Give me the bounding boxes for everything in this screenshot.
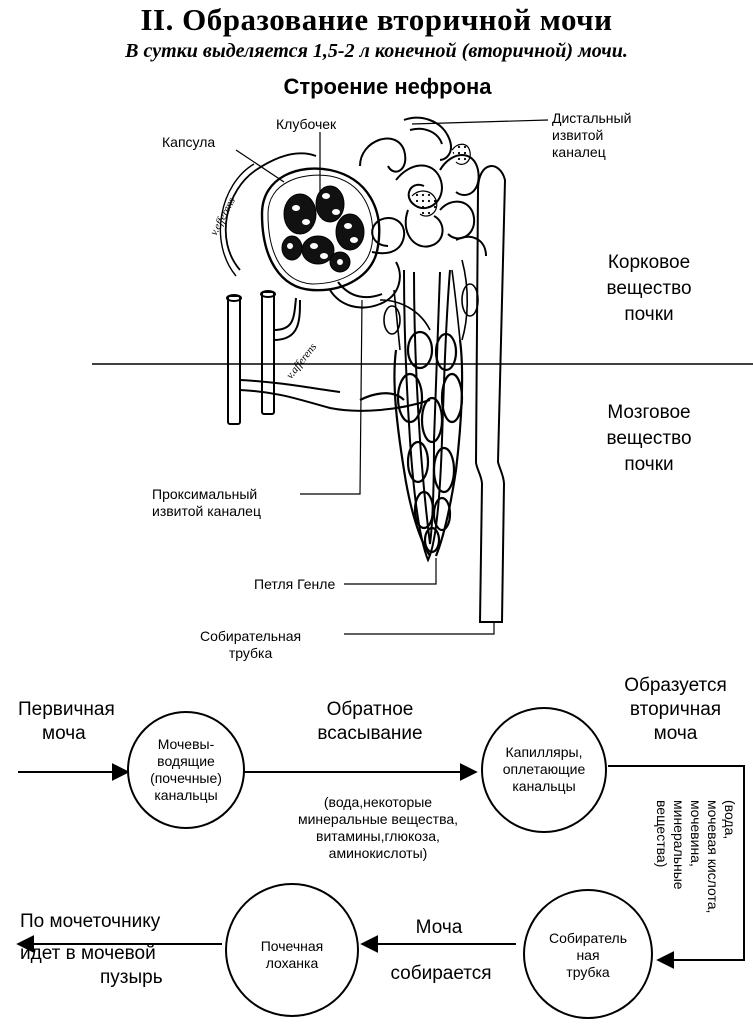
henle-loop <box>403 269 451 563</box>
label-medulla: Мозговое вещество почки <box>606 402 692 475</box>
page-subtitle: В сутки выделяется 1,5-2 л конечной (вто… <box>125 40 628 62</box>
node-tubules-circle <box>127 711 245 829</box>
label-ureter: По мочеточнику идет в мочевой пузырь <box>20 911 163 988</box>
cortex-vessels <box>379 259 479 351</box>
label-collecting-duct: Собирательная трубка <box>200 628 302 661</box>
v-efferens-vessel <box>224 152 317 271</box>
node-pelvis: Почечная лоханка <box>260 938 324 971</box>
label-henle-loop: Петля Генле <box>254 576 336 592</box>
label-glomerulus: Клубочек <box>276 116 337 132</box>
capillary-network <box>359 330 464 557</box>
node-tubules: Мочевы- водящие (почечные) канальцы <box>150 736 222 803</box>
label-cortex: Корковое вещество почки <box>606 252 692 325</box>
note-reabsorbed: (вода,некоторые минеральные вещества, ви… <box>297 794 459 861</box>
renal-vessels <box>226 290 431 425</box>
collecting-duct <box>474 165 507 623</box>
label-pointers <box>235 119 549 635</box>
node-capillaries: Капилляры, оплетающие канальцы <box>502 744 586 794</box>
label-collected: собирается <box>390 963 492 984</box>
node-collecting-circle <box>523 889 653 1019</box>
proximal-tubule <box>329 217 406 309</box>
label-proximal-tubule: Проксимальный извитой каналец <box>152 486 261 519</box>
flow-arrows <box>16 763 745 969</box>
flow-nodes <box>127 707 653 1019</box>
label-secondary-urine: Образуется вторичная моча <box>624 675 727 744</box>
node-collecting: Собиратель ная трубка <box>548 930 628 980</box>
label-reabsorption: Обратное всасывание <box>317 699 423 744</box>
bowman-capsule <box>260 167 381 292</box>
glomerulus <box>281 185 365 273</box>
page-title: II. Образование вторичной мочи <box>140 2 613 37</box>
label-capsule: Капсула <box>162 134 216 150</box>
label-distal-tubule: Дистальный извитой каналец <box>552 110 632 160</box>
label-urine: Моча <box>415 917 463 938</box>
node-pelvis-circle <box>225 883 359 1017</box>
distal-tubule <box>359 116 487 257</box>
note-secondary-components: (вода, мочевая кислота, мочевина, минера… <box>654 800 738 914</box>
arrow-capillaries-to-collecting <box>608 765 745 969</box>
section-title: Строение нефрона <box>283 74 492 99</box>
node-capillaries-circle <box>481 707 607 833</box>
label-primary-urine: Первичная моча <box>18 699 115 744</box>
